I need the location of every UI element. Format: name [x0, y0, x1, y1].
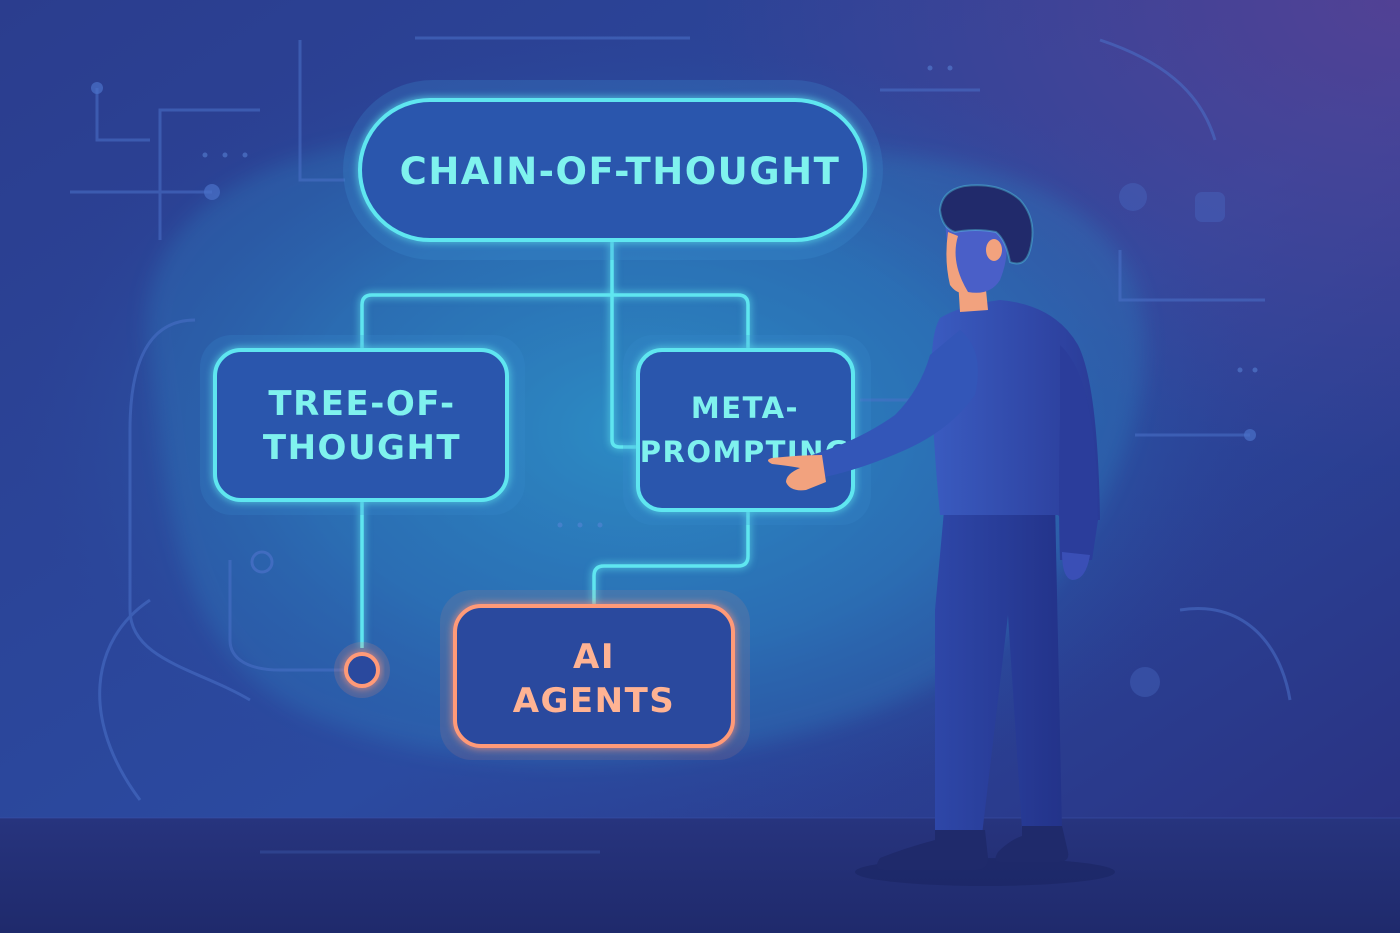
circuit-trace: [1099, 38, 1217, 141]
edge-chain-to-meta: [610, 240, 640, 449]
node-chain-label: CHAIN-OF-THOUGHT: [400, 150, 841, 193]
person-hair: [938, 184, 1034, 265]
floor: [0, 818, 1400, 933]
person-hand-back: [1062, 552, 1090, 580]
node-tree-label: TREE-OF-THOUGHT: [263, 384, 461, 468]
circuit-traces: [70, 36, 1292, 854]
junction-node: [1130, 667, 1160, 697]
connectors: [360, 240, 750, 648]
person-shoe-right: [995, 826, 1069, 862]
junction-node-orange: [334, 642, 390, 698]
circuit-trace: [95, 88, 150, 142]
node-label-line: THOUGHT: [263, 428, 461, 468]
node-label-line: TREE-OF-: [268, 384, 455, 424]
circuit-junctions: [91, 82, 1256, 697]
node-meta-prompting: META-PROMPTING: [623, 335, 871, 525]
person-face-edge: [946, 232, 968, 294]
circuit-trace: [228, 560, 345, 672]
circuit-trace: [298, 40, 345, 182]
junction-chip: [1195, 192, 1225, 222]
person-hand-pointing: [768, 455, 826, 491]
circuit-trace: [128, 318, 251, 702]
node-label-line: AI: [573, 637, 615, 677]
junction-node: [1244, 429, 1256, 441]
circuit-trace: [98, 598, 151, 801]
edge-chain-to-tree-and-meta: [360, 293, 750, 352]
node-tree-of-thought: TREE-OF-THOUGHT: [200, 335, 525, 515]
circuit-trace: [1179, 607, 1292, 701]
person-arm-pointing: [812, 330, 978, 478]
edge-meta-to-agents: [592, 510, 750, 606]
person-legs: [935, 500, 1062, 835]
junction-node: [1119, 183, 1147, 211]
person-pointing-icon: [768, 184, 1115, 886]
node-label-line: META-: [691, 391, 799, 425]
node-chain-of-thought: CHAIN-OF-THOUGHT: [343, 80, 883, 260]
person-shoe-left: [876, 830, 988, 870]
node-label-line: CHAIN-OF-THOUGHT: [400, 150, 841, 193]
node-label-line: AGENTS: [513, 681, 676, 721]
junction-node: [204, 184, 220, 200]
junction-node: [91, 82, 103, 94]
person-ear: [986, 239, 1002, 261]
circuit-trace: [1118, 250, 1265, 302]
junction-node: [250, 550, 274, 574]
circuit-trace: [158, 108, 260, 240]
person-arm-back: [1059, 345, 1098, 560]
